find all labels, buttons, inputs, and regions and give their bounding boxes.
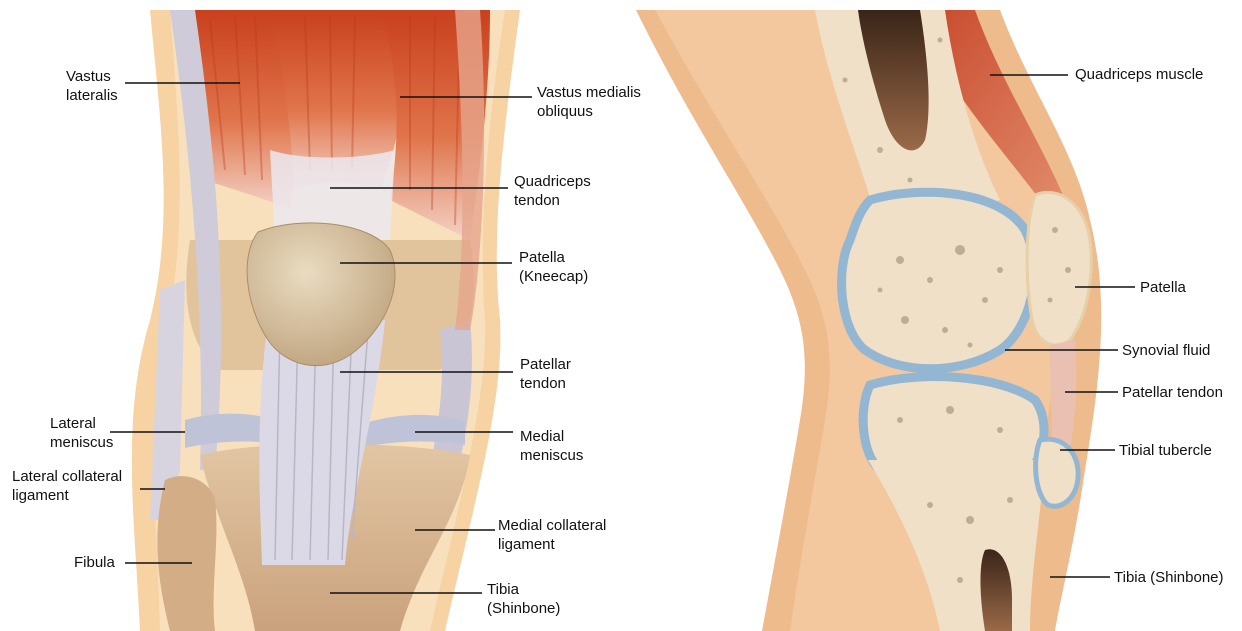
label-vastus-medialis-obliquus: Vastus medialis obliquus bbox=[537, 83, 641, 121]
tibia-plateau bbox=[863, 377, 1044, 470]
label-tibial-tubercle: Tibial tubercle bbox=[1119, 441, 1212, 460]
side-patellar-tendon bbox=[1050, 340, 1076, 450]
front-view bbox=[132, 10, 520, 631]
label-quadriceps-tendon: Quadriceps tendon bbox=[514, 172, 591, 210]
label-medial-meniscus: Medial meniscus bbox=[520, 427, 583, 465]
label-tibia-side: Tibia (Shinbone) bbox=[1114, 568, 1224, 587]
label-patella-front: Patella (Kneecap) bbox=[519, 248, 588, 286]
label-medial-collateral-ligament: Medial collateral ligament bbox=[498, 516, 606, 554]
label-vastus-lateralis: Vastus lateralis bbox=[66, 67, 118, 105]
label-lateral-meniscus: Lateral meniscus bbox=[50, 414, 113, 452]
label-synovial-fluid: Synovial fluid bbox=[1122, 341, 1210, 360]
label-patella-side: Patella bbox=[1140, 278, 1186, 297]
side-view bbox=[636, 10, 1101, 631]
femur-condyle bbox=[842, 192, 1035, 369]
label-tibia-front: Tibia (Shinbone) bbox=[487, 580, 560, 618]
label-patellar-tendon-front: Patellar tendon bbox=[520, 355, 571, 393]
label-quadriceps-muscle: Quadriceps muscle bbox=[1075, 65, 1203, 84]
side-patella bbox=[1027, 192, 1091, 344]
label-lateral-collateral-ligament: Lateral collateral ligament bbox=[12, 467, 122, 505]
fibula-shape bbox=[157, 476, 216, 631]
label-fibula: Fibula bbox=[74, 553, 115, 572]
label-patellar-tendon-side: Patellar tendon bbox=[1122, 383, 1223, 402]
